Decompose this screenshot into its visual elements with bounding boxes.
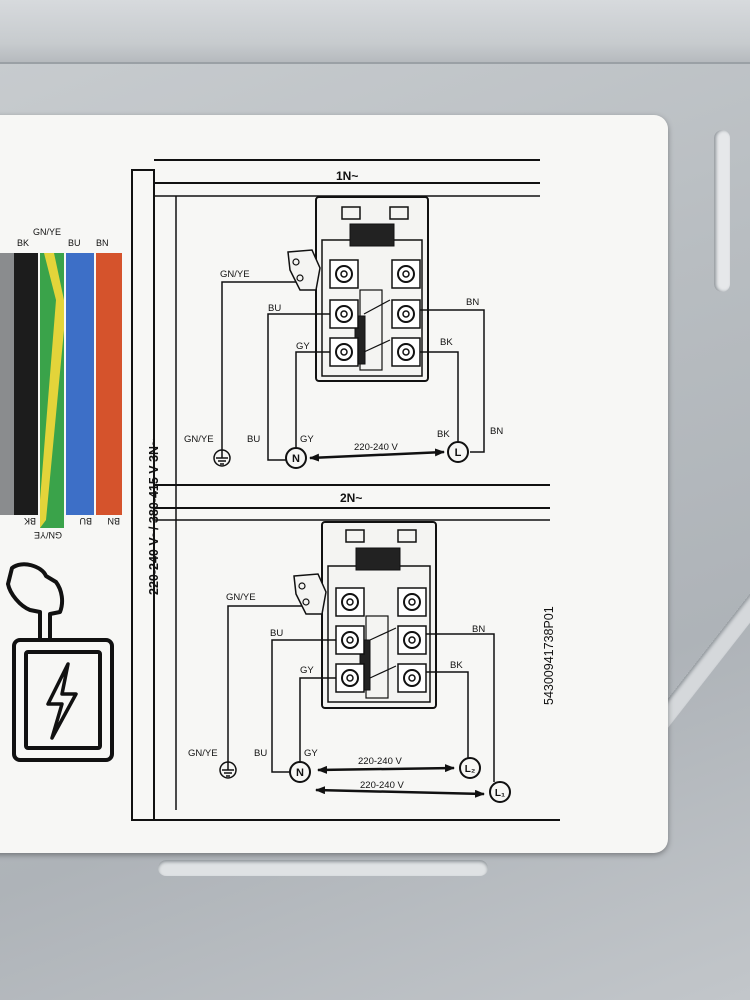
bottom-label-gy-1: GY [300, 434, 314, 445]
bottom-label-bn-1: BN [490, 426, 503, 437]
wire-label-bk-1: BK [440, 337, 453, 348]
section-2n-diagram: 2N~ [188, 491, 511, 803]
lightning-icon [46, 662, 78, 740]
neutral-terminal-n-2: N [289, 761, 311, 783]
strip-label-gnye: GN/YE [33, 227, 61, 237]
green-yellow-wire-stripe [40, 253, 64, 528]
strip-label-bn: BN [96, 238, 109, 248]
voltage-arrow-1 [309, 448, 445, 462]
section-2-title: 2N~ [340, 491, 362, 505]
bottom-label-bu-1: BU [247, 434, 260, 445]
wires-1 [221, 281, 485, 461]
wire-label-gnye-1: GN/YE [220, 269, 250, 280]
voltage-label-1: 220-240 V [354, 442, 399, 453]
terminal-block-1 [287, 196, 429, 382]
bottom-label-bk-1: BK [437, 429, 450, 440]
strip-bottom-label-bk: BK [24, 516, 36, 526]
gray-wire-stripe [0, 253, 14, 515]
section-1-title: 1N~ [336, 169, 358, 183]
wire-label-bn-1: BN [466, 297, 479, 308]
svg-text:L: L [455, 447, 462, 459]
terminal-screws-left-1 [329, 259, 359, 367]
electrician-warning-icon [6, 562, 114, 762]
wire-label-gy-2: GY [300, 665, 314, 676]
voltage-spec-label: 220-240 V~/ 380-415 V 3N~ [147, 439, 161, 595]
svg-text:L₁: L₁ [495, 788, 505, 799]
neutral-terminal-n-1: N [285, 447, 307, 469]
metal-panel-top-band [0, 0, 750, 64]
voltage-label-n-l1: 220-240 V [360, 780, 405, 791]
wire-label-bu-2: BU [270, 628, 283, 639]
bottom-label-bu-2: BU [254, 748, 267, 759]
strip-bottom-label-bu: BU [79, 516, 92, 526]
strip-label-bk: BK [17, 238, 29, 248]
terminal-block-2 [293, 521, 437, 709]
svg-text:N: N [292, 453, 300, 465]
voltage-arrow-n-l2 [317, 764, 455, 774]
strip-label-bu: BU [68, 238, 81, 248]
section-1n-diagram: 1N~ [184, 169, 503, 469]
wire-label-bu-1: BU [268, 303, 281, 314]
diagram-frame [131, 159, 560, 821]
terminal-screws-right-1 [391, 259, 421, 367]
blue-wire-stripe [66, 253, 94, 515]
strip-bottom-label-gnye: GN/YE [34, 530, 62, 540]
voltage-label-n-l2: 220-240 V [358, 756, 403, 767]
line-terminal-l1: L₁ [489, 781, 511, 803]
wire-label-gy-1: GY [296, 341, 310, 352]
part-number-label: 54300941738P01 [542, 606, 556, 705]
voltage-arrow-n-l1 [315, 786, 485, 798]
black-wire-stripe [14, 253, 38, 515]
bottom-label-gy-2: GY [304, 748, 318, 759]
panel-vent-slot-bottom [158, 860, 488, 876]
wire-label-bk-2: BK [450, 660, 463, 671]
bottom-label-gnye-2: GN/YE [188, 748, 218, 759]
svg-text:N: N [296, 767, 304, 779]
cable-color-strip: BK GN/YE BU BN GY BK GN/YE BU BN [0, 227, 122, 540]
earth-bracket-1 [287, 249, 321, 291]
wire-label-gnye-2: GN/YE [226, 592, 256, 603]
line-terminal-l2: L₂ [459, 757, 481, 779]
earth-symbol-icon [219, 761, 237, 779]
earth-bracket-2 [293, 573, 327, 615]
line-terminal-l-1: L [447, 441, 469, 463]
panel-vent-slot-right [714, 130, 730, 292]
pointing-hand-icon [6, 562, 65, 642]
brown-wire-stripe [96, 253, 122, 515]
earth-symbol-icon [213, 449, 231, 467]
terminal-screws-left-2 [335, 587, 365, 693]
terminal-screws-right-2 [397, 587, 427, 693]
bottom-label-gnye-1: GN/YE [184, 434, 214, 445]
svg-text:L₂: L₂ [465, 764, 476, 775]
wire-label-bn-2: BN [472, 624, 485, 635]
wires-2 [227, 605, 495, 782]
strip-bottom-label-bn: BN [107, 516, 120, 526]
